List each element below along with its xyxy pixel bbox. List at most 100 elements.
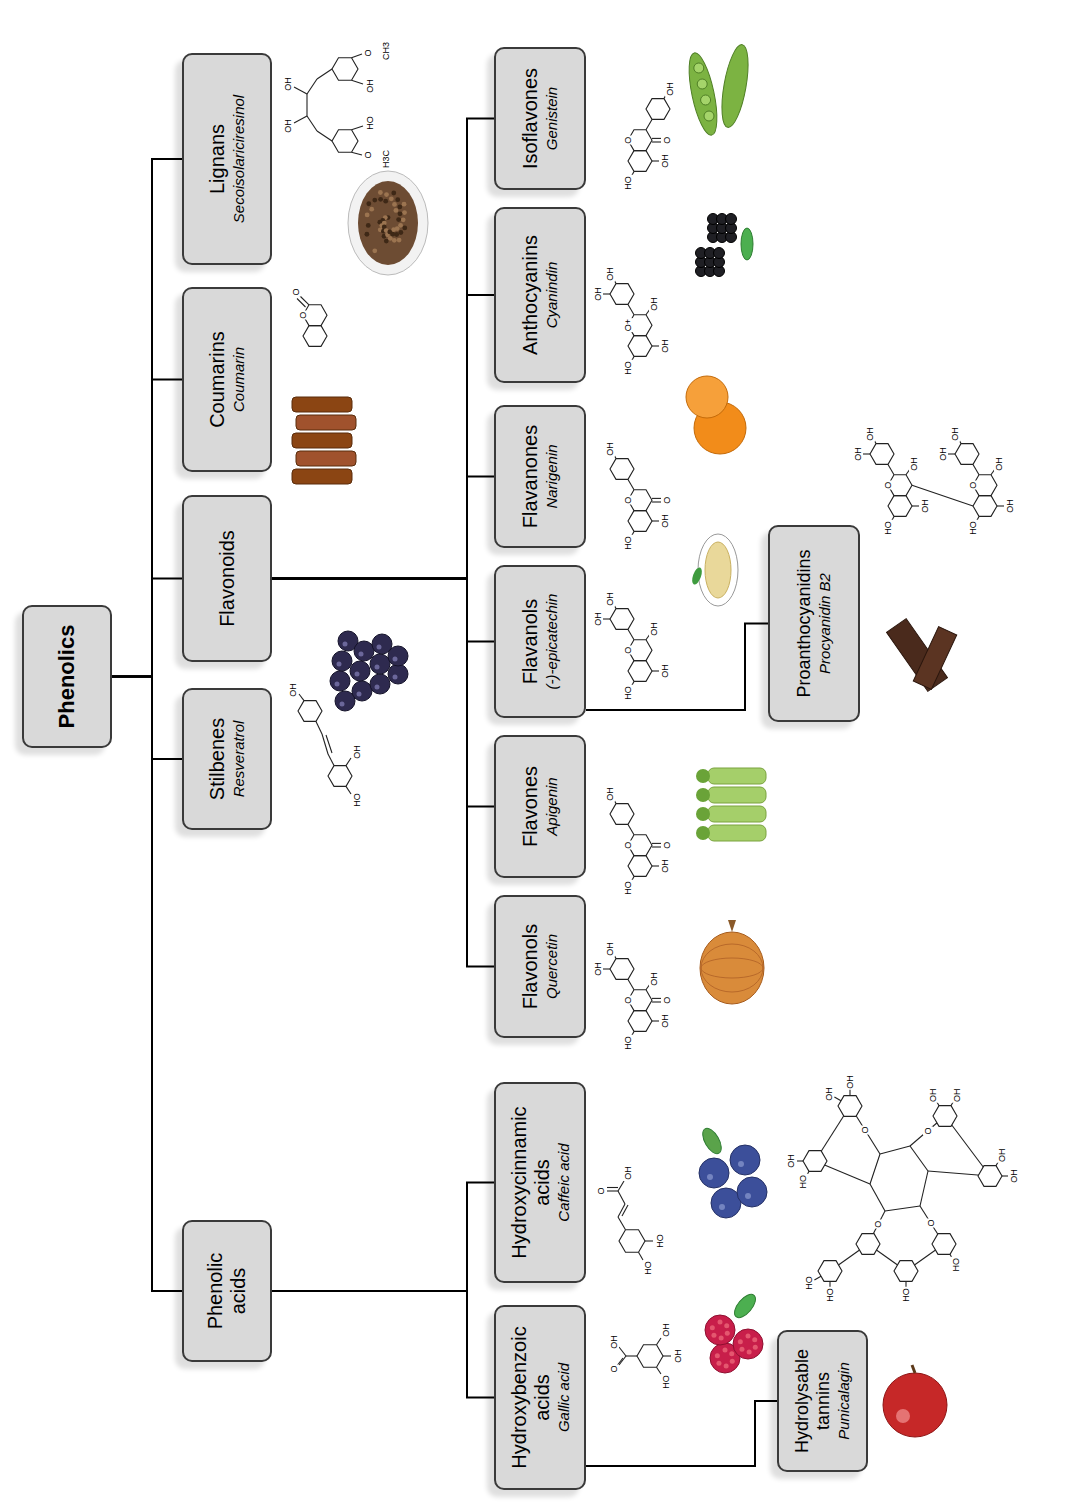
onion-photo xyxy=(700,920,764,1004)
drupelet xyxy=(752,1337,757,1342)
atom-label: O xyxy=(873,1220,883,1229)
atom-label: O xyxy=(623,646,633,655)
atom-label: OH xyxy=(593,286,603,302)
atom-label: OH xyxy=(845,1074,855,1090)
grapes-photo xyxy=(330,631,408,711)
atom-label: OH xyxy=(365,78,375,94)
grape-highlight xyxy=(340,702,345,707)
ring xyxy=(332,130,358,153)
grape-highlight xyxy=(359,652,364,657)
bond-line xyxy=(910,1146,928,1171)
orange xyxy=(686,376,728,418)
atom-label: HO xyxy=(968,520,978,536)
example-compound: Procyanidin B2 xyxy=(815,573,834,674)
pea xyxy=(701,95,711,105)
bond-line xyxy=(618,1217,626,1230)
atom-label: OH xyxy=(865,426,875,442)
grape xyxy=(388,664,408,684)
blueberry xyxy=(699,1158,729,1188)
category-box: StilbenesResveratrol xyxy=(182,688,272,830)
atom-label: OH xyxy=(853,446,863,462)
tree-connector xyxy=(272,579,494,642)
celery-stalk xyxy=(708,825,766,841)
rings xyxy=(298,58,1002,1368)
drupelet xyxy=(738,1339,743,1344)
atom-label: OH xyxy=(593,611,603,627)
root-box: Phenolics xyxy=(22,605,112,748)
atom-label: OH xyxy=(673,1348,683,1364)
bond-line xyxy=(618,1191,625,1204)
bond-line xyxy=(657,1338,662,1345)
example-compound: Genistein xyxy=(542,87,561,150)
blueberry-photo xyxy=(699,1125,767,1218)
celery-stalk xyxy=(708,806,766,822)
seed xyxy=(366,223,371,228)
atom-label: OH xyxy=(649,971,659,987)
atom-label: HO xyxy=(951,1257,961,1273)
atom-label: OH xyxy=(928,1087,938,1103)
grape xyxy=(332,651,352,671)
drupelet xyxy=(723,1348,728,1353)
atom-label: O xyxy=(596,1186,606,1195)
class-name: Isoflavones xyxy=(519,68,542,169)
onion-bulb xyxy=(700,932,764,1004)
bond-line xyxy=(652,865,659,866)
atom-label: O xyxy=(968,481,978,490)
example-compound: Coumarin xyxy=(229,347,248,412)
celery-stalk xyxy=(708,787,766,803)
ring xyxy=(619,1230,645,1253)
atom-label: OH xyxy=(609,1334,619,1350)
seed xyxy=(397,204,402,209)
category-box: Flavonoids xyxy=(182,495,272,662)
atom-label: O xyxy=(623,841,633,850)
category-box: CoumarinsCoumarin xyxy=(182,287,272,472)
category-box: ProanthocyanidinsProcyanidin B2 xyxy=(768,525,860,722)
bond-line xyxy=(814,1276,821,1280)
bond-line xyxy=(294,87,307,94)
seed xyxy=(398,211,403,216)
ring xyxy=(628,1011,652,1032)
atom-label: OH xyxy=(660,338,670,354)
ring xyxy=(628,661,652,682)
grape-highlight xyxy=(393,657,398,662)
tree-connector xyxy=(112,380,182,677)
tree-connector xyxy=(272,579,494,807)
class-name: Flavonols xyxy=(519,924,542,1010)
atom-label: OH xyxy=(994,456,1004,472)
onion-tip xyxy=(728,920,736,932)
celery-photo xyxy=(696,768,766,841)
celery-leaf xyxy=(696,807,710,821)
ring xyxy=(610,959,634,980)
raspberry xyxy=(705,1315,735,1345)
class-name: Flavones xyxy=(519,766,542,847)
seed xyxy=(396,217,401,222)
bond-line xyxy=(628,479,634,489)
atom-label: HO xyxy=(883,520,893,536)
bond-line xyxy=(317,131,332,141)
bond-line xyxy=(652,501,661,502)
grape-highlight xyxy=(375,685,380,690)
seed xyxy=(394,208,399,213)
atom-label: HO xyxy=(661,1374,671,1390)
berry-highlight xyxy=(745,1193,751,1199)
ring xyxy=(628,856,652,877)
bond-line xyxy=(652,670,659,671)
bond-line xyxy=(603,618,610,619)
tree-connector xyxy=(272,119,494,579)
berry-highlight xyxy=(707,1174,713,1180)
onion-line xyxy=(701,944,763,992)
atom-label: HO xyxy=(623,535,633,551)
bond-line xyxy=(297,299,306,308)
bond-line xyxy=(948,453,955,454)
example-compound: Punicalagin xyxy=(834,1362,853,1440)
class-name: Flavanols xyxy=(519,599,542,685)
atom-label: HO xyxy=(623,685,633,701)
atom-label: OH xyxy=(1009,1168,1019,1184)
bond-line xyxy=(652,520,659,521)
bond-line xyxy=(307,79,317,94)
bond-line xyxy=(607,1190,618,1191)
celery-leaf xyxy=(696,769,710,783)
celery-stalk xyxy=(708,768,766,784)
atom-label: OH xyxy=(605,441,615,457)
atom-label: HO xyxy=(623,360,633,376)
